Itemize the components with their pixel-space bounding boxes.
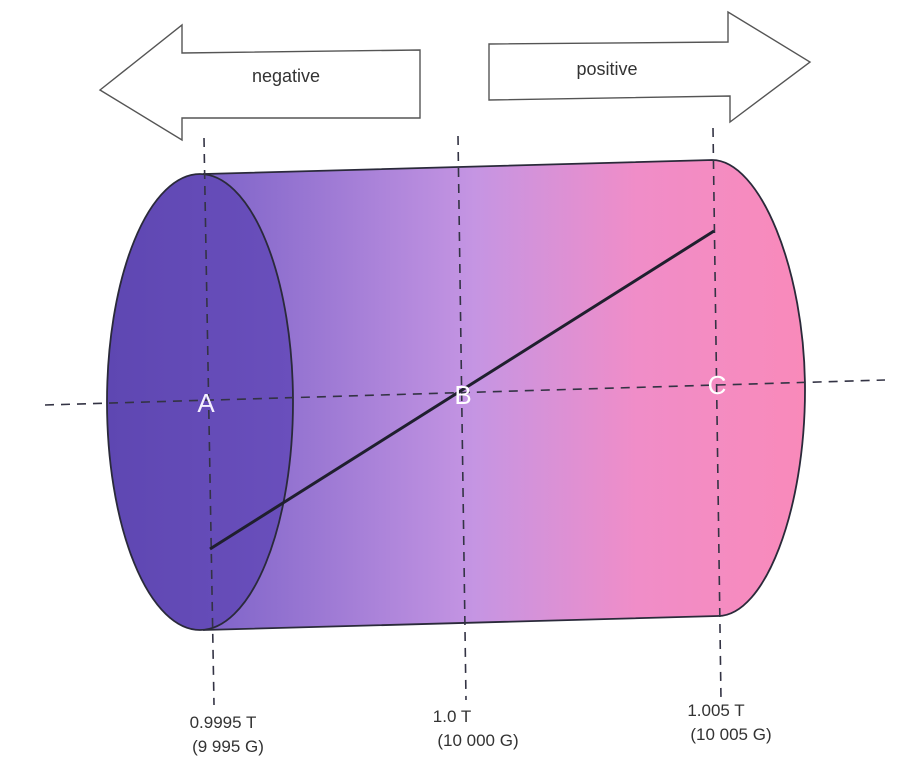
value-c-tesla: 1.005 T <box>687 701 744 720</box>
value-c-gauss: (10 005 G) <box>690 725 771 744</box>
negative-arrow: negative <box>100 25 420 140</box>
point-b-label: B <box>454 380 471 410</box>
positive-arrow-shape <box>489 12 810 122</box>
negative-label: negative <box>252 66 320 86</box>
value-b-gauss: (10 000 G) <box>437 731 518 750</box>
value-b-tesla: 1.0 T <box>433 707 471 726</box>
positive-label: positive <box>576 59 637 79</box>
value-a-tesla: 0.9995 T <box>190 713 257 732</box>
value-a-gauss: (9 995 G) <box>192 737 264 756</box>
positive-arrow: positive <box>489 12 810 122</box>
point-a-label: A <box>197 388 215 418</box>
field-values: 0.9995 T (9 995 G) 1.0 T (10 000 G) 1.00… <box>190 701 772 756</box>
point-c-label: C <box>708 370 727 400</box>
